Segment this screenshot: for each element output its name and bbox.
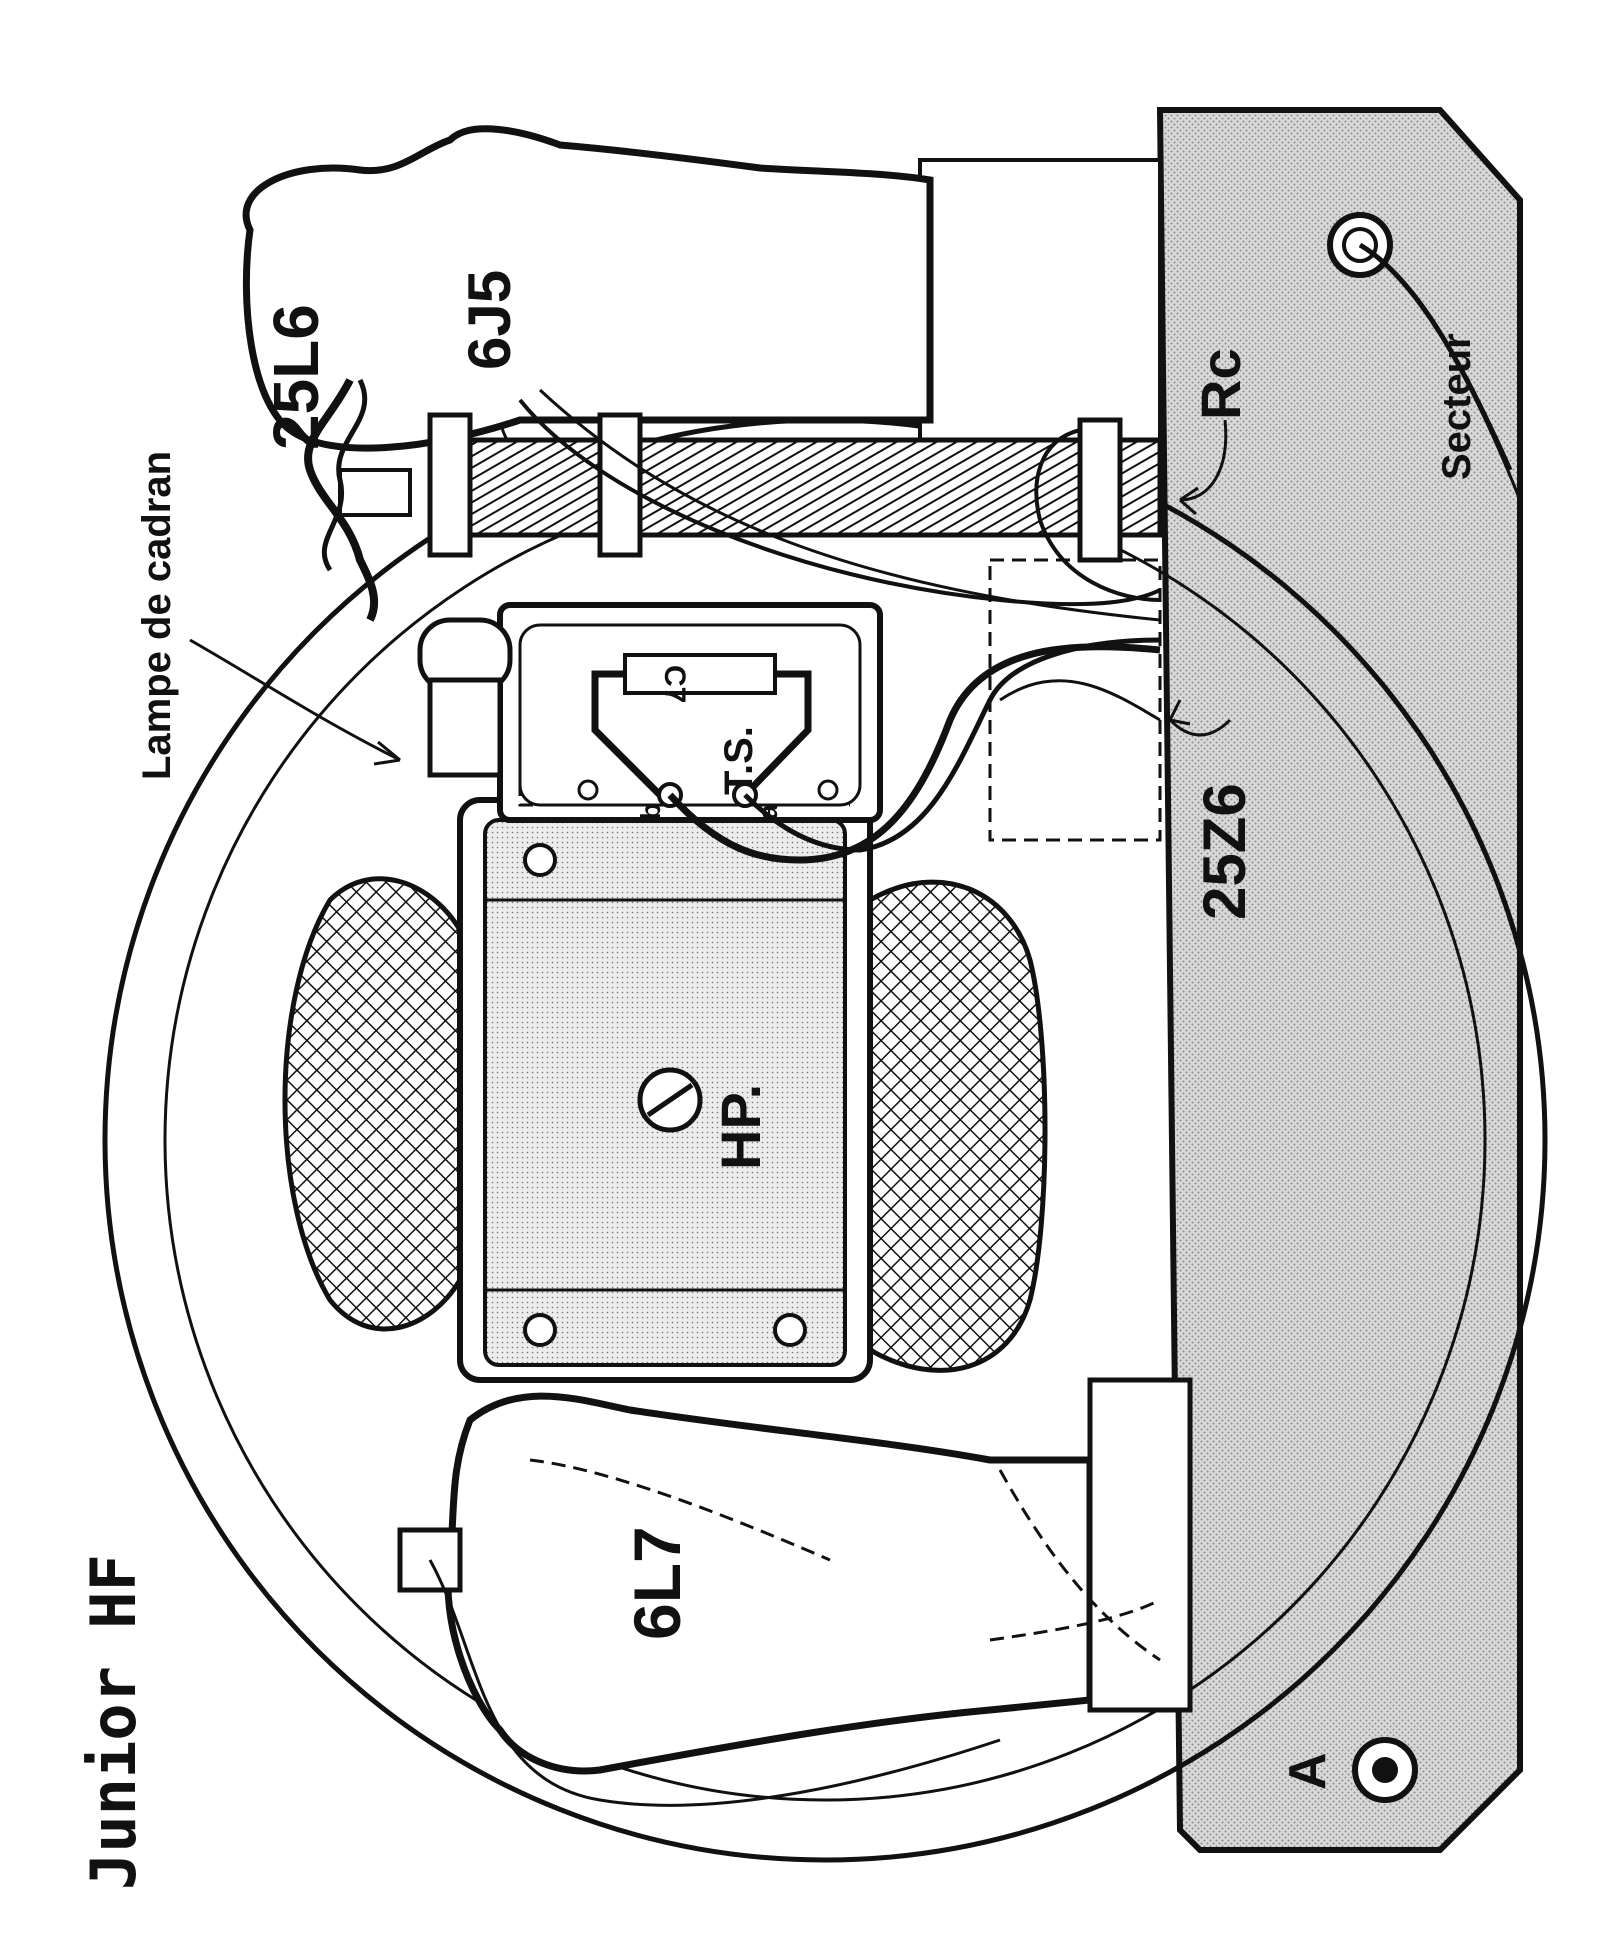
tube-base bbox=[918, 158, 1162, 462]
label-rc: Rc bbox=[1189, 348, 1252, 420]
tube-25l6 bbox=[242, 125, 934, 452]
leader-lines bbox=[189, 419, 1232, 766]
screw-icon bbox=[773, 1313, 807, 1347]
tube-6l7 bbox=[397, 1377, 1193, 1807]
label-25l6: 25L6 bbox=[260, 304, 332, 450]
tube-25z6-outline bbox=[988, 558, 1162, 842]
output-transformer bbox=[497, 602, 883, 823]
dial-lamp bbox=[338, 468, 513, 778]
speaker-mesh-right bbox=[867, 879, 1048, 1373]
label-mains: Secteur bbox=[1435, 333, 1479, 480]
screw-icon bbox=[523, 843, 557, 877]
screw-icon bbox=[523, 1313, 557, 1347]
label-dial-lamp: Lampe de cadran bbox=[135, 451, 179, 780]
label-6j5: 6J5 bbox=[456, 270, 523, 370]
speaker-housing bbox=[457, 797, 873, 1383]
figure-title: Junior HF bbox=[77, 1554, 150, 1890]
label-25z6: 25Z6 bbox=[1191, 783, 1258, 920]
capacitor-c7 bbox=[623, 653, 777, 695]
label-terminal-b: b bbox=[635, 803, 666, 820]
speaker-mesh-left bbox=[282, 876, 463, 1332]
resistor-rc bbox=[427, 412, 1163, 563]
label-capacitor: C7 bbox=[658, 665, 691, 703]
grid-cap bbox=[397, 1527, 463, 1593]
label-speaker: HP. bbox=[709, 1084, 772, 1170]
label-terminal-a: a bbox=[752, 804, 783, 820]
label-6l7: 6L7 bbox=[620, 1526, 694, 1640]
label-point-a: A bbox=[1279, 1752, 1337, 1790]
label-transformer: T.S. bbox=[717, 726, 761, 795]
wiring bbox=[304, 242, 1522, 864]
chassis-plate bbox=[1156, 107, 1523, 1853]
